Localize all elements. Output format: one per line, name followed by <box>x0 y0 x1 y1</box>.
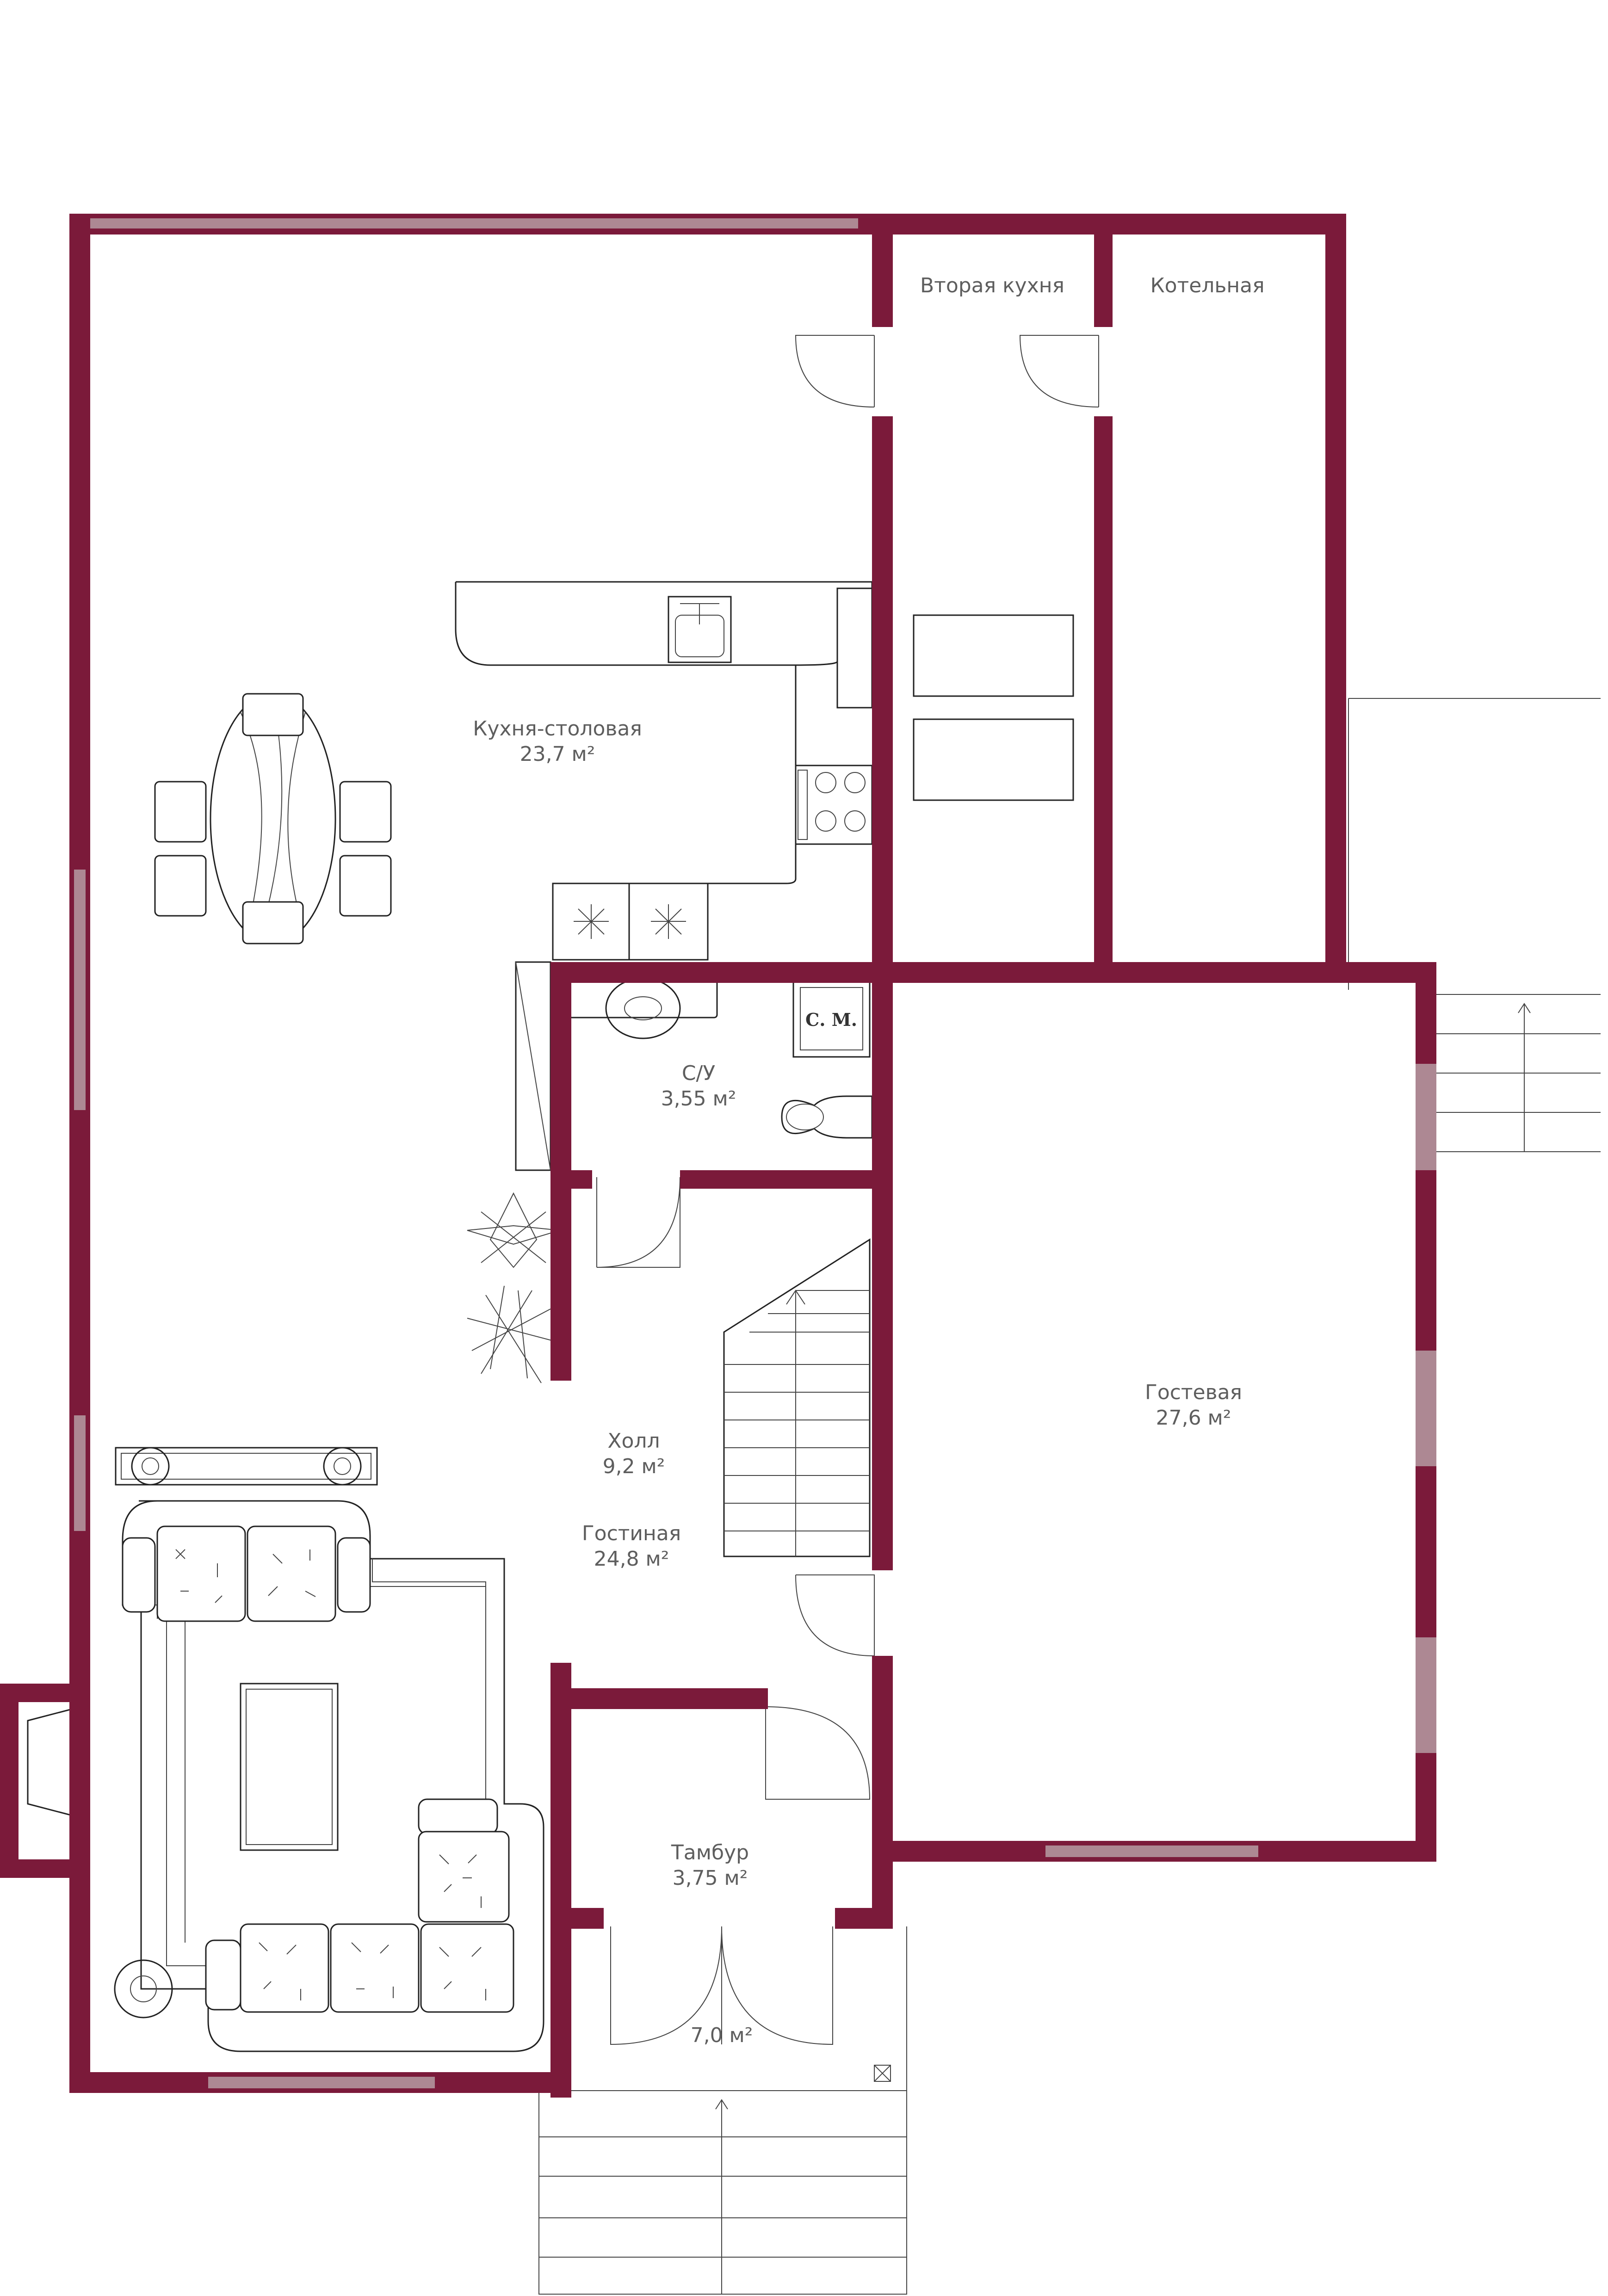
room-labels: Вторая кухня Котельная Кухня-столовая 23… <box>473 274 1264 2047</box>
door-swings <box>596 335 1099 2045</box>
porch-area: 7,0 м² <box>691 2024 753 2047</box>
toilet <box>781 1095 873 1139</box>
washing-machine-label: С. М. <box>805 1009 857 1030</box>
tv-console <box>115 1447 378 1486</box>
room-second-kitchen-name: Вторая кухня <box>920 274 1064 297</box>
second-kitchen-table-2 <box>913 718 1074 801</box>
room-bathroom-area: 3,55 м² <box>661 1087 736 1111</box>
staircase <box>723 1238 871 1557</box>
front-porch-steps <box>538 1926 907 2295</box>
room-hall-area: 9,2 м² <box>603 1455 665 1478</box>
sofa <box>114 1500 544 2052</box>
room-guest-name: Гостевая <box>1145 1381 1242 1404</box>
second-kitchen-table-1 <box>913 614 1074 697</box>
room-vestibule-area: 3,75 м² <box>673 1866 748 1890</box>
room-kitchen-area: 23,7 м² <box>520 742 595 766</box>
room-kitchen-name: Кухня-столовая <box>473 717 642 741</box>
cooktop <box>795 765 873 845</box>
room-living-area: 24,8 м² <box>594 1547 669 1571</box>
walls <box>0 214 1436 2098</box>
room-hall-name: Холл <box>607 1429 660 1453</box>
furniture: С. М. <box>27 335 1601 2295</box>
room-boiler-name: Котельная <box>1150 274 1264 297</box>
porch-drain <box>874 2065 891 2082</box>
kitchen-appliances-bottom <box>552 883 709 961</box>
room-vestibule-name: Тамбур <box>671 1841 749 1864</box>
kitchen-sink <box>668 596 732 663</box>
side-exterior-steps <box>1348 698 1601 1152</box>
tall-cabinet <box>836 587 873 709</box>
dining-table <box>154 693 392 944</box>
kitchen-counter <box>455 581 873 961</box>
coffee-table <box>240 1683 339 1851</box>
room-living-name: Гостиная <box>582 1522 681 1545</box>
room-guest-area: 27,6 м² <box>1156 1406 1231 1430</box>
room-bathroom-name: С/У <box>682 1062 716 1085</box>
bathroom-fixtures: С. М. <box>568 977 873 1139</box>
plants <box>467 1192 560 1383</box>
